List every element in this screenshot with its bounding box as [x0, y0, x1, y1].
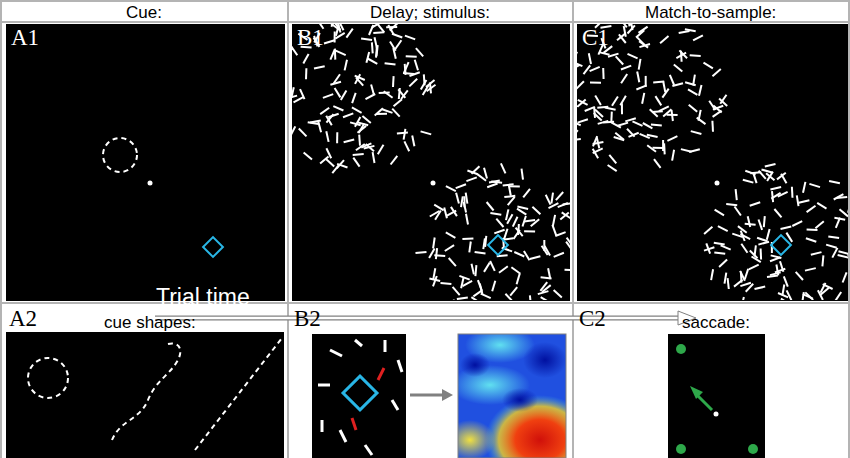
stimulus-panel: C1 [577, 24, 848, 301]
column-header: Match-to-sample: [645, 4, 776, 21]
panel-label: C2 [579, 307, 606, 330]
panel-label: B1 [297, 26, 324, 49]
panel-label: A2 [9, 307, 37, 330]
panel-title: cue shapes: [104, 314, 196, 331]
column-header: Cue: [126, 4, 162, 21]
panel-label: A1 [11, 26, 39, 49]
panel-label: B2 [294, 307, 321, 330]
stimulus-panel: A1 [6, 24, 285, 301]
panel-label: C1 [582, 26, 609, 49]
column-header: Delay; stimulus: [370, 4, 490, 21]
panel-title: saccade: [682, 314, 750, 331]
axis-label: Trial time [156, 286, 250, 309]
